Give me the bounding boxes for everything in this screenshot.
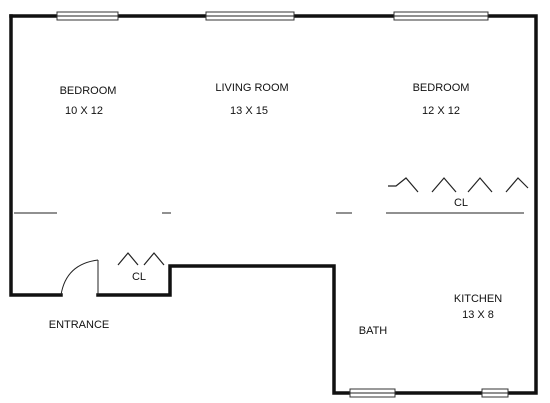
kitchen-name: KITCHEN [454, 293, 502, 305]
bedroom-right-name: BEDROOM [413, 82, 470, 94]
entrance-door [60, 259, 99, 296]
bedroom-right-size: 12 X 12 [422, 105, 460, 117]
kitchen-size: 13 X 8 [462, 309, 494, 321]
exterior-walls [9, 14, 538, 395]
bath-name: BATH [359, 325, 388, 337]
living-room-size: 13 X 15 [230, 105, 268, 117]
bedroom-closet-label: CL [454, 197, 468, 209]
living-room-name: LIVING ROOM [215, 82, 288, 94]
entrance-name: ENTRANCE [49, 319, 110, 331]
bedroom-closet-doors [388, 177, 529, 193]
bedroom-left-name: BEDROOM [60, 85, 117, 97]
entrance-closet-label: CL [132, 271, 146, 283]
bedroom-left-size: 10 X 12 [65, 105, 103, 117]
bottom-windows [349, 388, 509, 398]
top-windows [56, 11, 489, 21]
entrance-closet-doors [117, 252, 165, 266]
